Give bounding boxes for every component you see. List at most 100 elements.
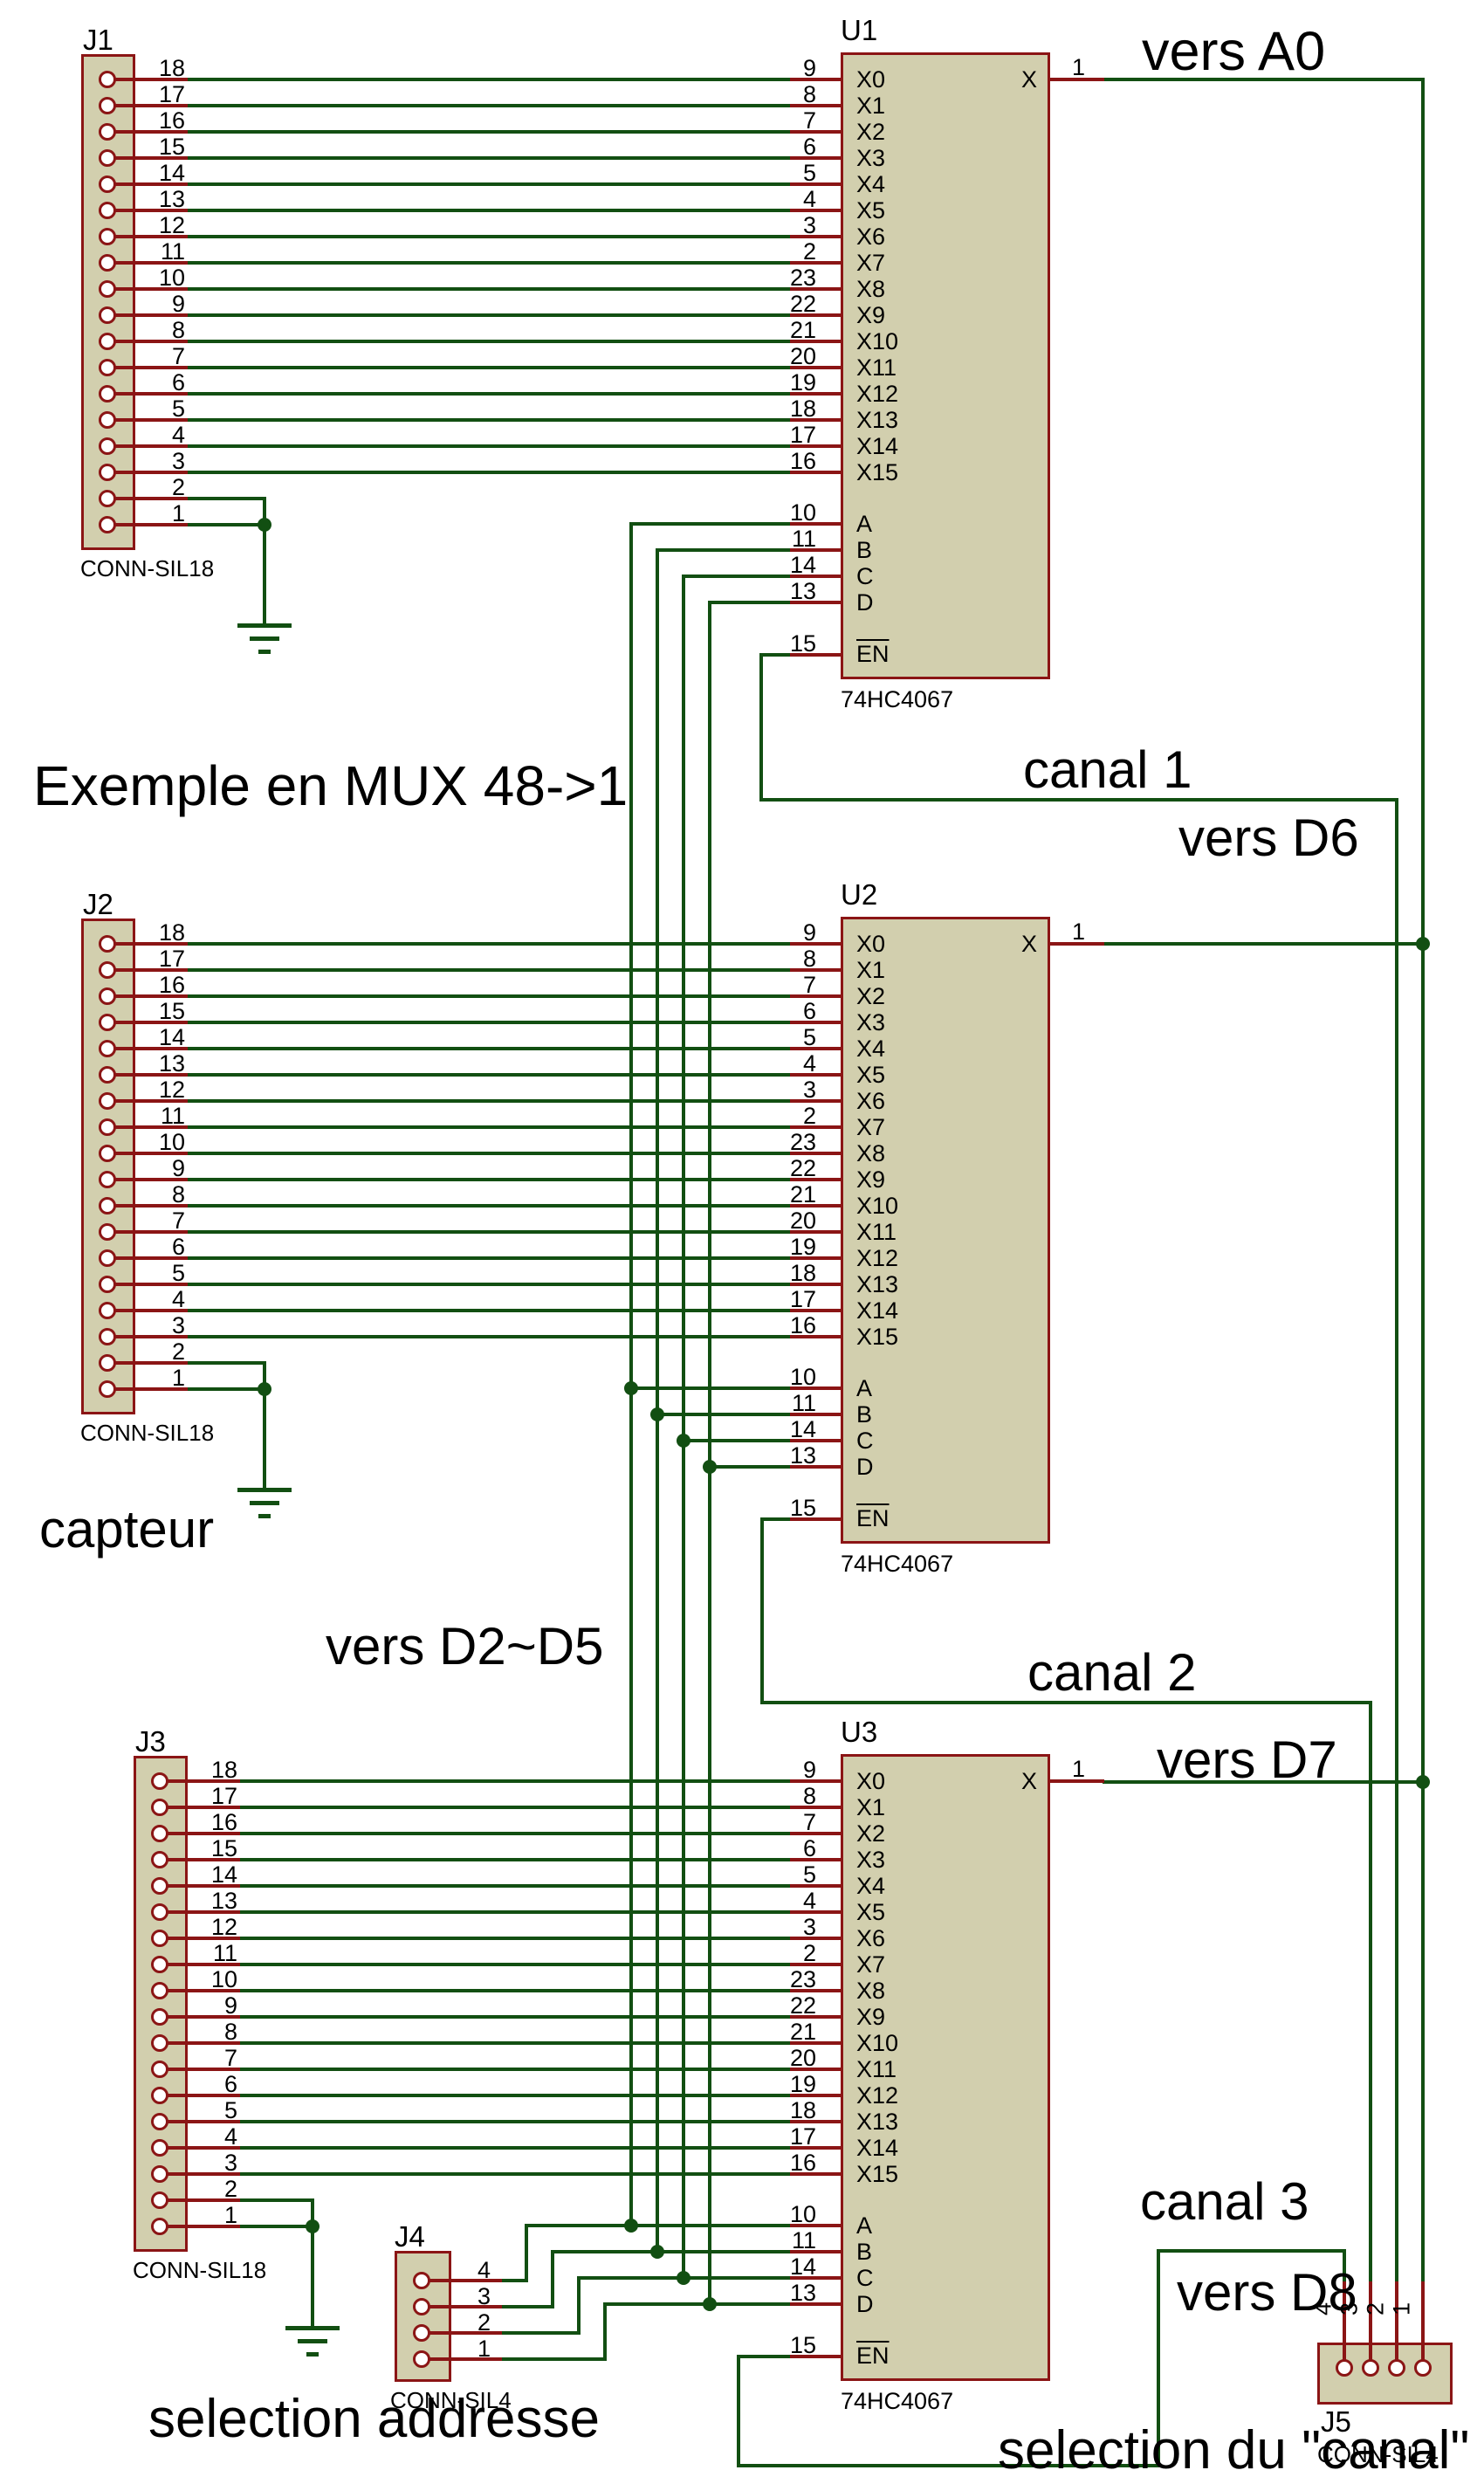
wire[interactable] [186, 1361, 266, 1365]
wire[interactable] [186, 1256, 792, 1260]
wire[interactable] [186, 1047, 792, 1050]
wire[interactable] [186, 1230, 792, 1234]
wire[interactable] [186, 1099, 792, 1103]
wire[interactable] [1103, 1780, 1425, 1784]
wire[interactable] [603, 2302, 792, 2306]
wire[interactable] [186, 1125, 792, 1129]
wire[interactable] [1395, 798, 1398, 2283]
wire[interactable] [311, 2225, 314, 2327]
wire[interactable] [737, 2464, 1160, 2467]
wire[interactable] [186, 156, 792, 160]
wire[interactable] [186, 287, 792, 291]
wire[interactable] [186, 209, 792, 212]
wire[interactable] [186, 1178, 792, 1181]
wire[interactable] [238, 1963, 792, 1966]
wire[interactable] [1421, 78, 1425, 2283]
wire[interactable] [682, 575, 792, 578]
wire[interactable] [500, 2331, 581, 2335]
wire[interactable] [737, 2355, 792, 2358]
wire[interactable] [263, 497, 266, 526]
wire[interactable] [759, 653, 763, 802]
wire[interactable] [682, 1439, 792, 1442]
wire[interactable] [238, 2015, 792, 2019]
wire[interactable] [1103, 942, 1425, 946]
wire[interactable] [186, 261, 792, 265]
wire[interactable] [1103, 78, 1425, 81]
wire[interactable] [186, 418, 792, 422]
wire[interactable] [656, 548, 792, 552]
wire[interactable] [682, 575, 685, 2280]
wire[interactable] [577, 2276, 581, 2335]
wire[interactable] [186, 1204, 792, 1208]
wire[interactable] [500, 2305, 554, 2308]
wire[interactable] [238, 1989, 792, 1992]
wire[interactable] [760, 1517, 792, 1521]
wire[interactable] [708, 1465, 792, 1469]
mux-chip-body[interactable] [841, 917, 1050, 1544]
wire[interactable] [737, 2355, 740, 2467]
wire[interactable] [238, 1884, 792, 1888]
wire[interactable] [186, 366, 792, 369]
wire[interactable] [263, 523, 266, 624]
wire[interactable] [238, 2120, 792, 2123]
wire[interactable] [186, 523, 266, 526]
wire[interactable] [238, 1779, 792, 1783]
wire[interactable] [186, 340, 792, 343]
wire[interactable] [186, 994, 792, 998]
wire[interactable] [708, 601, 792, 604]
wire[interactable] [186, 1152, 792, 1155]
wire[interactable] [186, 942, 792, 946]
wire[interactable] [1369, 1701, 1372, 2283]
wire[interactable] [500, 2279, 528, 2282]
wire[interactable] [656, 1413, 792, 1416]
wire[interactable] [186, 78, 792, 81]
wire[interactable] [238, 1858, 792, 1861]
wire[interactable] [311, 2198, 314, 2228]
wire[interactable] [238, 2198, 314, 2202]
wire[interactable] [629, 522, 633, 2227]
wire[interactable] [238, 1937, 792, 1940]
wire[interactable] [186, 1073, 792, 1077]
wire[interactable] [551, 2250, 792, 2253]
wire[interactable] [238, 2225, 314, 2228]
wire[interactable] [186, 497, 266, 500]
wire[interactable] [759, 653, 792, 657]
wire[interactable] [263, 1361, 266, 1391]
wire[interactable] [708, 601, 711, 2306]
wire[interactable] [186, 471, 792, 474]
wire[interactable] [238, 2146, 792, 2150]
wire[interactable] [238, 1832, 792, 1835]
wire[interactable] [760, 1517, 764, 1704]
wire[interactable] [186, 1309, 792, 1312]
wire[interactable] [629, 522, 792, 526]
wire[interactable] [1157, 2249, 1160, 2467]
wire[interactable] [551, 2250, 554, 2308]
wire[interactable] [186, 1387, 266, 1391]
wire[interactable] [656, 548, 659, 2253]
wire[interactable] [238, 2094, 792, 2097]
wire[interactable] [186, 444, 792, 448]
wire[interactable] [186, 182, 792, 186]
wire[interactable] [263, 1387, 266, 1489]
wire[interactable] [603, 2302, 607, 2361]
wire[interactable] [1157, 2249, 1346, 2253]
wire[interactable] [238, 2041, 792, 2045]
wire[interactable] [629, 1386, 792, 1390]
mux-chip-body[interactable] [841, 52, 1050, 679]
wire[interactable] [186, 1021, 792, 1024]
wire[interactable] [186, 392, 792, 396]
wire[interactable] [238, 1806, 792, 1809]
wire[interactable] [186, 104, 792, 107]
wire[interactable] [525, 2224, 528, 2282]
wire[interactable] [238, 2068, 792, 2071]
wire[interactable] [238, 2172, 792, 2176]
wire[interactable] [186, 968, 792, 972]
wire[interactable] [186, 235, 792, 238]
wire[interactable] [186, 1283, 792, 1286]
wire[interactable] [525, 2224, 792, 2227]
wire[interactable] [238, 1910, 792, 1914]
wire[interactable] [186, 130, 792, 134]
wire[interactable] [759, 798, 1398, 802]
wire[interactable] [500, 2357, 607, 2361]
wire[interactable] [1343, 2249, 1346, 2283]
